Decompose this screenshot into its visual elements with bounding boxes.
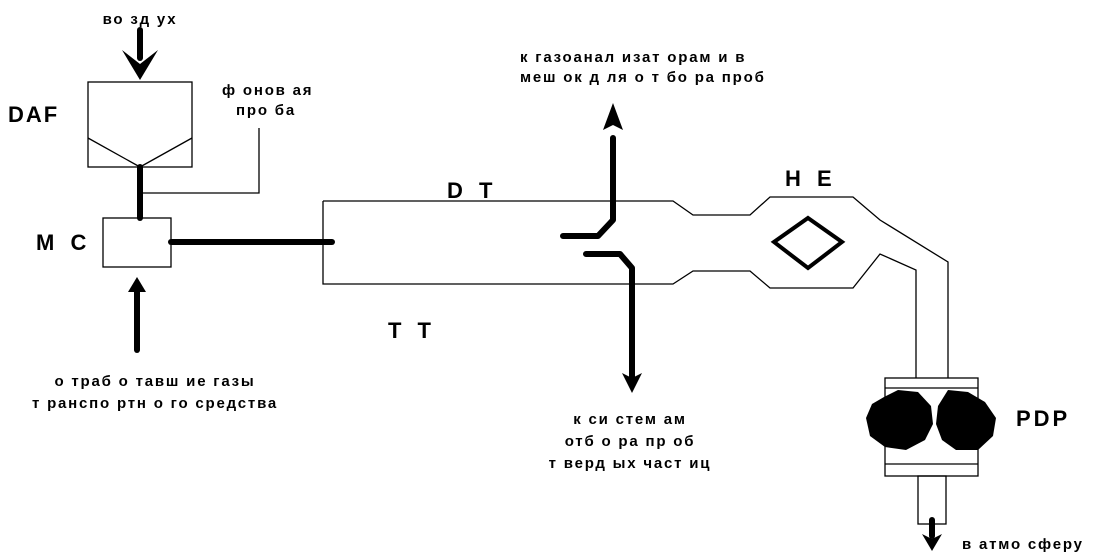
label-to-particulate-line2: отб о ра пр об <box>565 433 696 450</box>
label-he: H E <box>785 166 837 191</box>
positive-displacement-pump <box>866 377 996 477</box>
label-exhaust-line2: т ранспо ртн о го средства <box>32 395 278 412</box>
label-exhaust-line1: о траб о тавш ие газы <box>54 373 255 390</box>
label-background-sample-line1: ф онов ая <box>222 82 313 99</box>
air-inlet-arrow <box>122 27 158 80</box>
label-air: во зд ух <box>103 11 178 28</box>
exhaust-inlet-arrow <box>128 277 146 353</box>
label-mc: М С <box>36 230 91 255</box>
label-dt: D T <box>447 178 497 203</box>
label-to-analyzers-line1: к газоанал изат орам и в <box>520 49 746 66</box>
label-background-sample-line2: про ба <box>236 102 296 119</box>
label-to-particulate-line1: к си стем ам <box>573 411 687 428</box>
label-daf: DAF <box>8 102 59 127</box>
label-tt: T T <box>388 318 436 343</box>
atmosphere-outlet-arrow <box>922 517 942 551</box>
gas-sample-probe <box>560 103 623 239</box>
label-pdp: PDP <box>1016 406 1070 431</box>
background-sample-line <box>140 128 260 194</box>
dilution-tunnel <box>322 196 949 378</box>
particulate-sample-probe <box>583 251 642 393</box>
heat-exchanger <box>770 215 846 271</box>
label-to-particulate-line3: т верд ых част иц <box>549 455 712 472</box>
label-to-atmosphere: в атмо сферу <box>962 536 1084 553</box>
outlet-pipe <box>917 475 947 525</box>
label-to-analyzers-line2: меш ок д ля о т бо ра проб <box>520 69 766 86</box>
mixing-chamber <box>102 217 172 268</box>
dilution-air-filter <box>87 81 193 168</box>
